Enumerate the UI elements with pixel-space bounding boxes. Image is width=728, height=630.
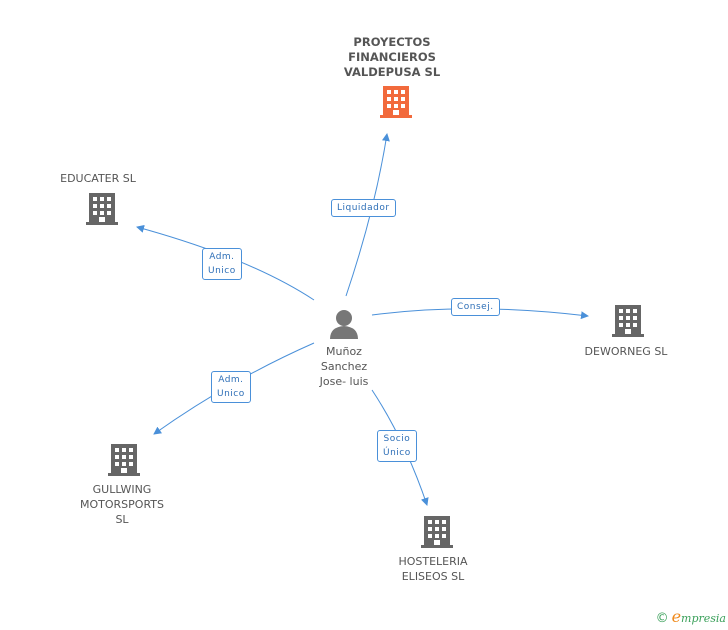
relation-label-consej: Consej. [451, 298, 500, 316]
relation-label-socio: Socio Único [377, 430, 417, 462]
company-name-gullwing[interactable]: GULLWING MOTORSPORTS SL [80, 483, 164, 526]
brand-name: mpresia [681, 612, 726, 625]
building-icon-educater[interactable] [86, 193, 118, 225]
brand-footer[interactable]: ©empresia [656, 607, 726, 626]
relation-label-liquidador: Liquidador [331, 199, 396, 217]
copyright-icon: © [655, 611, 669, 626]
person-name[interactable]: Muñoz Sanchez Jose- luis [319, 345, 369, 388]
company-name-main[interactable]: PROYECTOS FINANCIEROS VALDEPUSA SL [343, 35, 441, 79]
building-icon-deworneg[interactable] [612, 305, 644, 337]
relation-label-adm-gullwing: Adm. Unico [211, 371, 251, 403]
relation-label-adm-educater: Adm. Unico [202, 248, 242, 280]
brand-logo-e: e [671, 607, 682, 626]
company-name-deworneg[interactable]: DEWORNEG SL [584, 345, 668, 358]
building-icon-main[interactable] [380, 86, 412, 118]
company-name-hosteleria[interactable]: HOSTELERIA ELISEOS SL [398, 555, 468, 583]
building-icon-gullwing[interactable] [108, 444, 140, 476]
company-name-educater[interactable]: EDUCATER SL [60, 172, 136, 185]
person-icon[interactable] [330, 310, 358, 339]
building-icon-hosteleria[interactable] [421, 516, 453, 548]
